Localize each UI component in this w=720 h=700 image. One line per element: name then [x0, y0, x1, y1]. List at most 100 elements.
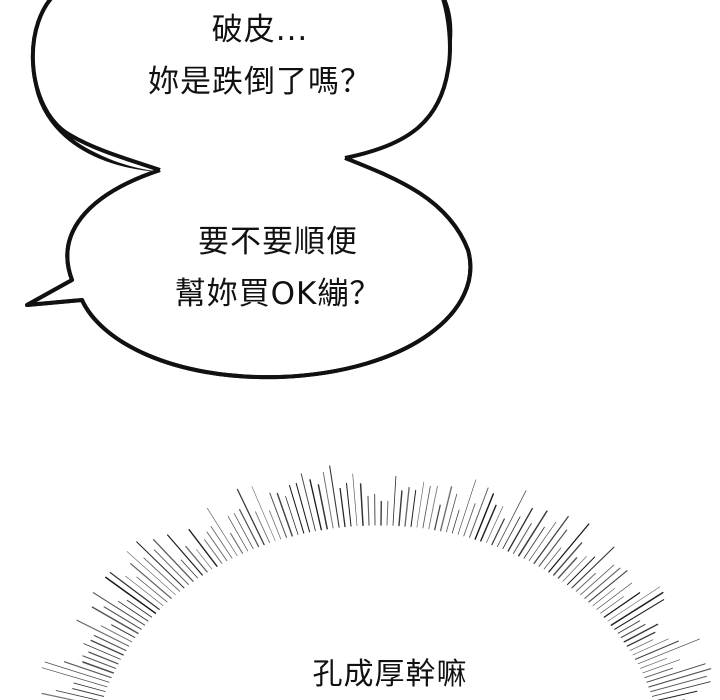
burst-line	[206, 531, 228, 562]
burst-line	[285, 496, 299, 535]
burst-line	[623, 623, 659, 643]
burst-caption: 孔成厚幹嘛	[312, 657, 468, 692]
burst-line	[507, 507, 533, 552]
burst-line	[451, 509, 460, 534]
burst-line	[610, 591, 664, 626]
burst-line	[404, 487, 410, 527]
burst-line	[445, 493, 458, 533]
burst-line	[276, 492, 293, 537]
burst-line	[288, 484, 305, 534]
burst-line	[592, 587, 616, 606]
burst-line	[63, 661, 112, 679]
burst-line	[55, 690, 99, 700]
burst-line	[90, 639, 124, 656]
speech-bubble-body	[36, 0, 465, 373]
burst-line	[153, 549, 190, 586]
burst-line	[416, 481, 425, 528]
burst-line	[269, 510, 282, 540]
burst-line	[103, 606, 142, 630]
burst-line	[206, 507, 238, 557]
burst-line	[125, 575, 164, 606]
burst-line	[295, 482, 311, 533]
burst-line	[76, 619, 130, 647]
burst-line	[518, 510, 548, 557]
burst-line	[434, 504, 441, 531]
burst-line	[180, 559, 198, 579]
burst-line	[72, 688, 105, 697]
speech-line-2: 妳是跌倒了嗎？	[148, 64, 372, 100]
burst-line	[629, 639, 654, 651]
burst-line	[496, 490, 527, 548]
burst-line	[439, 486, 453, 532]
burst-line	[637, 638, 700, 665]
burst-line	[642, 659, 681, 674]
burst-line	[109, 571, 160, 611]
burst-line	[83, 643, 121, 660]
burst-line	[88, 651, 119, 665]
burst-line	[111, 624, 136, 638]
burst-line	[480, 504, 497, 542]
burst-line	[329, 465, 340, 528]
speech-line-3: 要不要順便	[198, 224, 358, 260]
speech-line-4: 幫妳買OK繃？	[174, 276, 382, 312]
burst-line	[596, 582, 633, 610]
speech-bubble-outline-left	[30, 0, 161, 172]
burst-line	[512, 523, 532, 554]
burst-line	[571, 546, 615, 589]
speech-bubble-outline-top	[344, 0, 452, 160]
burst-line	[269, 492, 287, 538]
burst-line	[486, 506, 504, 544]
burst-line	[538, 529, 568, 567]
burst-line	[117, 600, 149, 622]
burst-line	[136, 541, 185, 589]
burst-line	[188, 529, 218, 567]
burst-line	[359, 483, 364, 527]
burst-line	[352, 473, 358, 526]
burst-line	[41, 667, 108, 688]
burst-line	[227, 516, 249, 552]
burst-line	[523, 526, 545, 559]
burst-line	[236, 488, 265, 546]
burst-line	[533, 515, 569, 565]
burst-line	[580, 564, 615, 596]
speech-bubble-top-lobe	[34, 0, 449, 163]
burst-line	[634, 640, 679, 660]
burst-line	[650, 675, 707, 693]
burst-line	[309, 479, 322, 531]
burst-line	[428, 485, 438, 530]
burst-line	[640, 657, 668, 669]
burst-line	[468, 487, 489, 538]
burst-line	[562, 556, 587, 582]
burst-line	[386, 500, 389, 526]
burst-line	[105, 576, 157, 614]
burst-line	[93, 634, 127, 652]
burst-line	[584, 567, 621, 599]
burst-line	[143, 557, 181, 592]
burst-line	[600, 596, 624, 614]
burst-line	[204, 539, 223, 564]
burst-line	[617, 620, 641, 634]
burst-line	[543, 547, 562, 570]
burst-line	[317, 484, 328, 530]
burst-line	[463, 503, 476, 537]
burst-line	[651, 681, 711, 697]
burst-line	[167, 534, 203, 576]
burst-line	[130, 563, 172, 599]
burst-line	[322, 472, 334, 529]
burst-line	[398, 490, 403, 527]
speech-line-1: 破皮...	[211, 12, 309, 48]
burst-line	[251, 486, 276, 542]
burst-line	[644, 667, 674, 679]
burst-line	[339, 487, 346, 528]
burst-line	[73, 682, 106, 692]
burst-line	[528, 521, 557, 562]
burst-line	[553, 542, 583, 576]
burst-line	[575, 572, 596, 592]
burst-line	[185, 545, 208, 573]
burst-line	[100, 625, 133, 643]
speech-bubble-outline-right	[25, 156, 473, 380]
speech-bubble-text-upper: 破皮... 妳是跌倒了嗎？	[100, 4, 420, 108]
burst-line	[392, 475, 397, 526]
burst-line	[230, 532, 244, 554]
